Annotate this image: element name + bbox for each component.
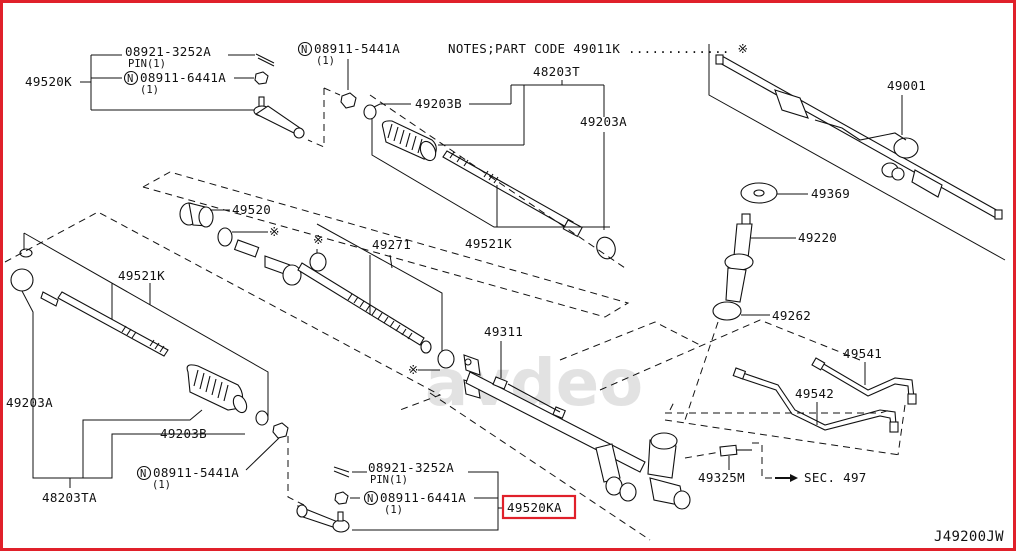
group-49520KA: 08921-3252A PIN(1) N 08911-6441A (1) 495… bbox=[296, 460, 577, 533]
group-08911-5441A-bottom: N 08911-5441A (1) bbox=[136, 422, 305, 506]
o-ring-icon bbox=[712, 301, 742, 321]
sleeve-icon bbox=[233, 239, 260, 258]
nut-icon bbox=[334, 491, 349, 505]
clamp-clip-icon bbox=[19, 248, 33, 258]
rack-bar-icon bbox=[264, 255, 432, 354]
group-49262: 49262 bbox=[684, 301, 811, 421]
seal-icon bbox=[309, 252, 327, 272]
label-pin-top: PIN(1) bbox=[128, 58, 166, 70]
boot-icon bbox=[186, 364, 248, 414]
arrow-icon bbox=[790, 474, 798, 482]
clamp-icon bbox=[596, 236, 616, 260]
asterisk-mark: ※ bbox=[408, 362, 419, 377]
label-49521K-top[interactable]: 49521K bbox=[465, 236, 512, 251]
label-49203A-top[interactable]: 49203A bbox=[580, 114, 627, 129]
return-line-icon bbox=[732, 367, 899, 433]
diagram-code: J49200JW bbox=[934, 529, 1004, 545]
group-48203TA: 49521K 49203A 49203B 48203TA bbox=[4, 211, 442, 505]
asterisk-mark: ※ bbox=[313, 232, 324, 247]
bushing-icon bbox=[179, 202, 214, 228]
inner-tie-rod-icon bbox=[40, 291, 169, 357]
svg-text:N: N bbox=[301, 44, 307, 56]
n-mark-icon bbox=[297, 41, 313, 57]
label-08911-5441A-top[interactable]: 08911-5441A bbox=[314, 41, 400, 56]
clamp-icon bbox=[10, 268, 34, 292]
svg-text:N: N bbox=[140, 468, 146, 480]
n-mark-icon bbox=[136, 465, 152, 481]
label-08911-6441A-bottom[interactable]: 08911-6441A bbox=[380, 490, 466, 505]
inner-tie-rod-icon bbox=[442, 150, 583, 238]
nut-icon bbox=[254, 71, 269, 85]
group-49520-49271: 49520 ※ ※ 49271 ※ bbox=[142, 94, 630, 377]
label-qty-6441-top: (1) bbox=[140, 84, 159, 96]
label-49203B-bottom[interactable]: 49203B bbox=[160, 426, 207, 441]
notes-part-code: NOTES;PART CODE 49011K ............. ※ bbox=[448, 41, 748, 56]
label-qty-5441-top: (1) bbox=[316, 55, 335, 67]
boot-icon bbox=[381, 120, 437, 162]
seal-icon bbox=[217, 227, 233, 247]
label-08911-5441A-bottom[interactable]: 08911-5441A bbox=[153, 465, 239, 480]
group-49520K: 49520K 08921-3252A PIN(1) N 08911-6441A … bbox=[25, 44, 305, 139]
label-49369[interactable]: 49369 bbox=[811, 186, 850, 201]
group-08911-5441A-top: N 08911-5441A (1) bbox=[297, 41, 400, 148]
rack-housing-icon bbox=[463, 354, 691, 510]
nut-icon bbox=[272, 422, 289, 439]
svg-text:N: N bbox=[367, 493, 373, 505]
label-49262[interactable]: 49262 bbox=[772, 308, 811, 323]
group-rack-housing: 49311 49541 bbox=[429, 319, 917, 541]
pressure-line-icon bbox=[811, 357, 917, 405]
sensor-icon bbox=[719, 444, 752, 457]
n-mark-icon bbox=[123, 70, 139, 86]
pinion-icon bbox=[724, 213, 754, 303]
group-49001: 49001 bbox=[708, 44, 1006, 261]
label-49521K-left[interactable]: 49521K bbox=[118, 268, 165, 283]
group-49369: 49369 bbox=[740, 182, 850, 204]
label-08921-3252A-bottom[interactable]: 08921-3252A bbox=[368, 460, 454, 475]
asterisk-mark: ※ bbox=[269, 224, 280, 239]
label-48203TA[interactable]: 48203TA bbox=[42, 490, 97, 505]
label-49203A-left[interactable]: 49203A bbox=[6, 395, 53, 410]
n-mark-icon bbox=[363, 490, 379, 506]
label-08921-3252A-top[interactable]: 08921-3252A bbox=[125, 44, 211, 59]
seal-icon bbox=[437, 349, 455, 369]
tie-rod-end-icon bbox=[296, 504, 350, 533]
label-49542[interactable]: 49542 bbox=[795, 386, 834, 401]
label-49325M[interactable]: 49325M bbox=[698, 470, 745, 485]
group-48203T: 48203T 49203B 49203A 49521K bbox=[363, 64, 627, 260]
label-49520[interactable]: 49520 bbox=[232, 202, 271, 217]
group-49220: 49220 bbox=[724, 213, 837, 303]
label-49203B-top[interactable]: 49203B bbox=[415, 96, 462, 111]
washer-icon bbox=[740, 182, 778, 204]
cotter-pin-icon bbox=[255, 53, 275, 67]
tie-rod-end-icon bbox=[253, 96, 305, 139]
clamp-icon bbox=[363, 104, 377, 120]
label-49520KA[interactable]: 49520KA bbox=[507, 500, 562, 515]
nut-icon bbox=[340, 92, 357, 109]
link-sec-497[interactable]: SEC. 497 bbox=[804, 470, 867, 485]
steering-rack-assembly-icon bbox=[715, 54, 1003, 220]
clamp-icon bbox=[255, 410, 269, 426]
label-48203T[interactable]: 48203T bbox=[533, 64, 580, 79]
label-49220[interactable]: 49220 bbox=[798, 230, 837, 245]
highlight-box-49520KA bbox=[501, 494, 577, 520]
label-49520K[interactable]: 49520K bbox=[25, 74, 72, 89]
label-pin-bottom: PIN(1) bbox=[370, 474, 408, 486]
cotter-pin-icon bbox=[333, 466, 350, 478]
label-qty-6441-bottom: (1) bbox=[384, 504, 403, 516]
label-08911-6441A-top[interactable]: 08911-6441A bbox=[140, 70, 226, 85]
label-qty-5441-bottom: (1) bbox=[152, 479, 171, 491]
label-49311[interactable]: 49311 bbox=[484, 324, 523, 339]
label-49541[interactable]: 49541 bbox=[843, 346, 882, 361]
label-49001[interactable]: 49001 bbox=[887, 78, 926, 93]
label-49271[interactable]: 49271 bbox=[372, 237, 411, 252]
svg-text:N: N bbox=[127, 73, 133, 85]
